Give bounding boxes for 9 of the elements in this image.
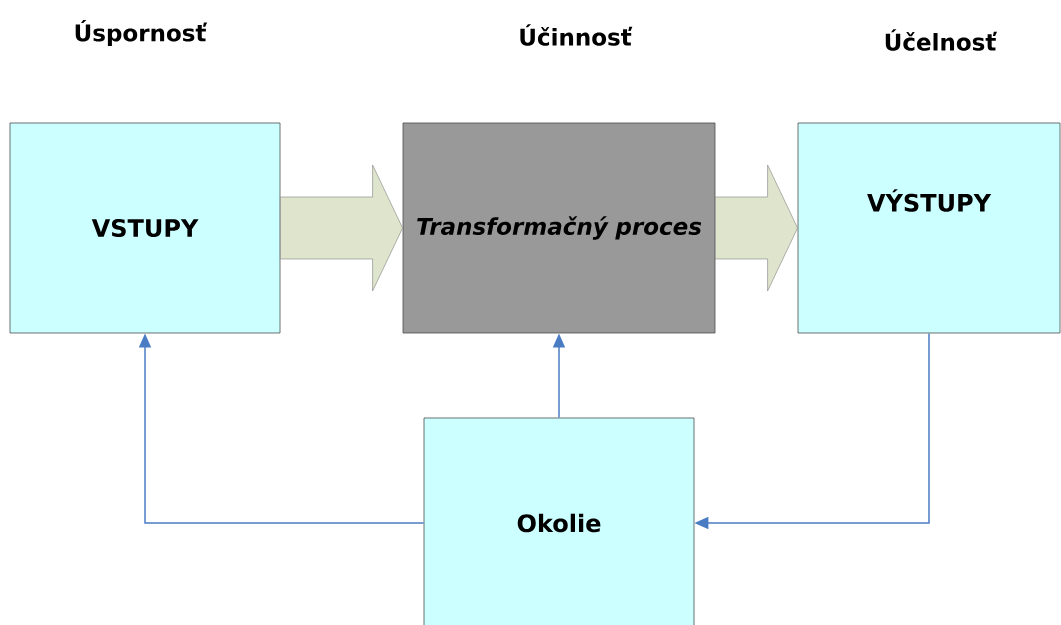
process-box: VSTUPY (9, 122, 281, 334)
heading: Úspornosť (75, 19, 208, 47)
heading: Účelnosť (885, 29, 997, 51)
process-box: Okolie (423, 417, 695, 625)
process-box: Transformačný proces (402, 122, 716, 334)
process-box: VÝSTUPY (797, 122, 1061, 334)
block-arrow (715, 164, 798, 292)
block-arrow (280, 164, 403, 292)
heading: Účinnosť (520, 24, 633, 46)
